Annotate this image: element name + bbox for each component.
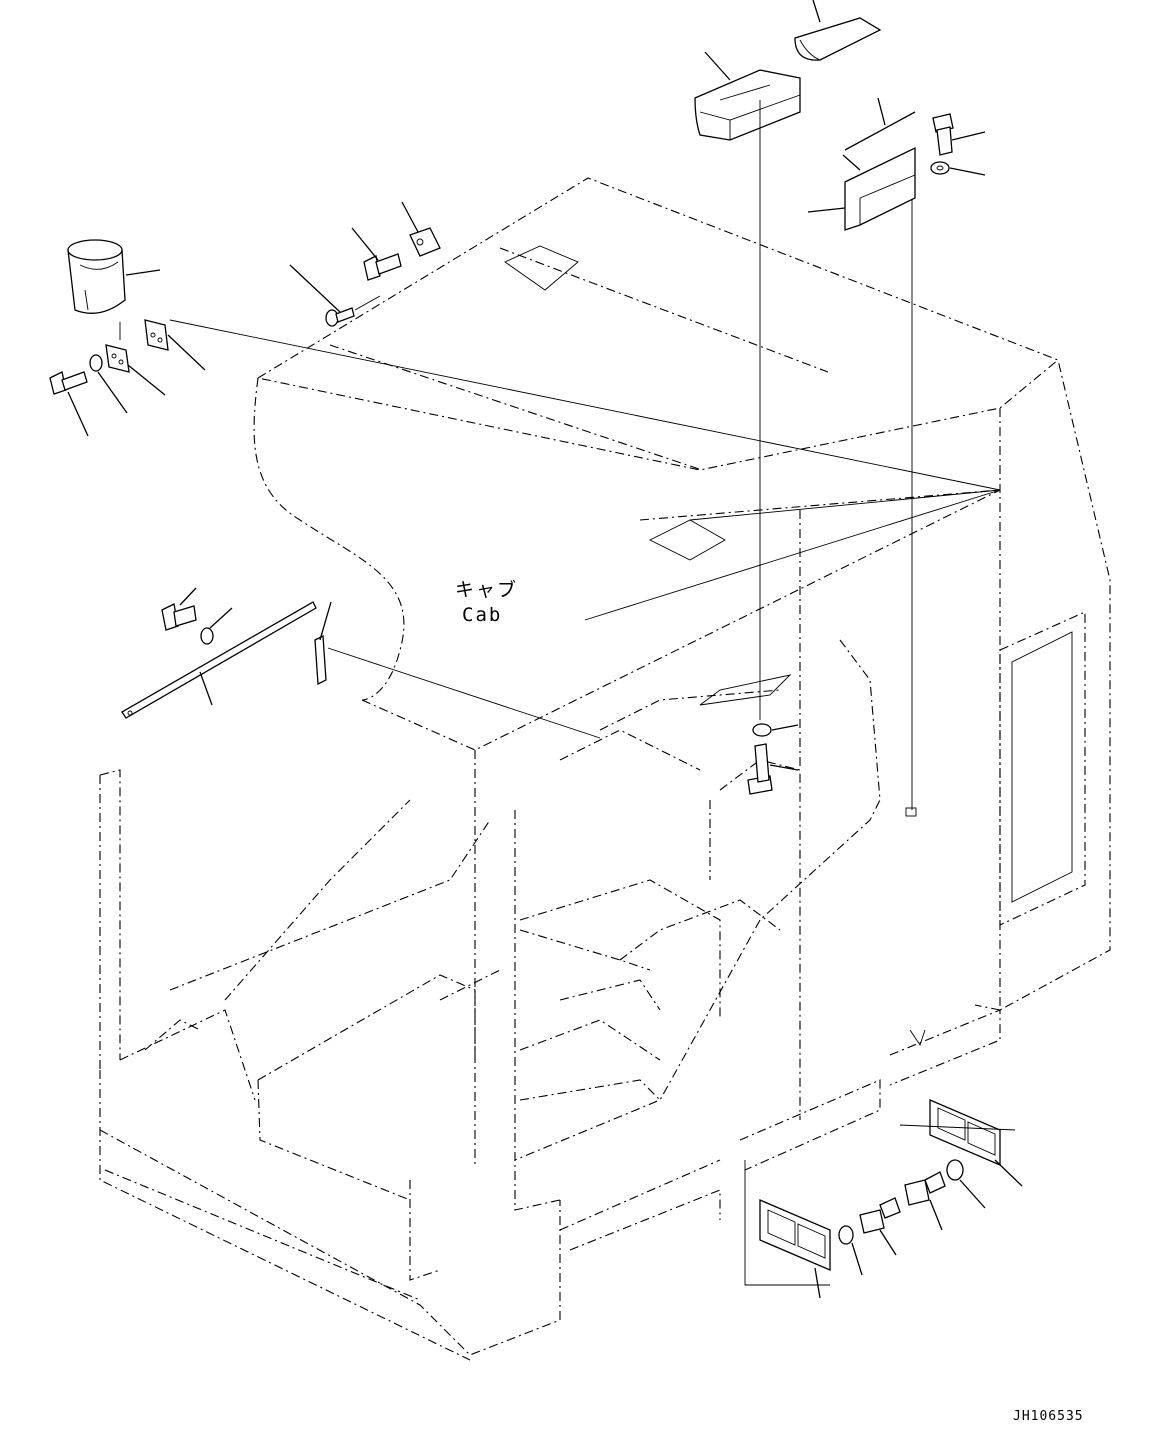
bracket-cover-part: [807, 146, 916, 231]
center-bolt-part: [747, 743, 799, 795]
strap-bracket-part: [314, 601, 601, 739]
side-bolt-part: [161, 587, 197, 631]
left-washer-part: [89, 354, 128, 414]
floor-bolt-part-b: [859, 1197, 901, 1256]
small-plate-part-a: [144, 319, 206, 371]
cup-holder-part: [67, 239, 161, 314]
cab-label: キャブ Cab: [455, 578, 518, 626]
left-bolt-part: [49, 371, 89, 437]
floor-washer-part-b: [838, 1225, 863, 1276]
floor-rail-right: [559, 1009, 1001, 1251]
spring-pin-part: [842, 97, 916, 171]
roof-plate-part: [401, 201, 441, 257]
cab-body-outline: [99, 177, 1111, 1361]
vertical-leader-lines: [699, 100, 917, 817]
roof-screw-part: [289, 264, 381, 327]
armrest-pad-part: [694, 51, 801, 141]
cup-holder-leader: [119, 319, 1001, 491]
floor-cover-part-a: [899, 1099, 1023, 1187]
drawing-code: JH106535: [1013, 1409, 1084, 1424]
floor-bolt-part-a: [904, 1171, 946, 1231]
roof-bolt-part: [351, 227, 402, 281]
small-plate-part-b: [105, 344, 166, 396]
floor-cover-part-b: [744, 1160, 831, 1299]
floor-washer-part-a: [946, 1159, 986, 1209]
armrest-cushion-part: [794, 0, 882, 61]
strap-bar-part: [121, 601, 317, 719]
side-washer-part: [200, 607, 233, 645]
cab-label-jp: キャブ: [455, 578, 518, 601]
cab-label-en: Cab: [462, 604, 502, 626]
top-bolt-part: [932, 113, 986, 156]
top-washer-part: [930, 161, 986, 176]
center-washer-part: [752, 723, 799, 737]
